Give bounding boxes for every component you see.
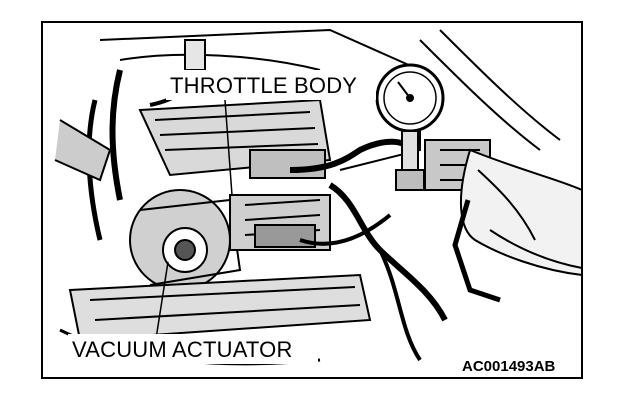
engine-bay-drawing <box>54 28 583 366</box>
figure-code-label: AC001493AB <box>462 358 556 375</box>
figure-code-bg <box>458 354 580 376</box>
throttle-body-label-bg <box>166 70 376 100</box>
vacuum-actuator-label-bg <box>68 334 318 364</box>
vacuum-actuator-label: VACUUM ACTUATOR <box>72 337 293 362</box>
throttle-body-label: THROTTLE BODY <box>170 73 357 98</box>
